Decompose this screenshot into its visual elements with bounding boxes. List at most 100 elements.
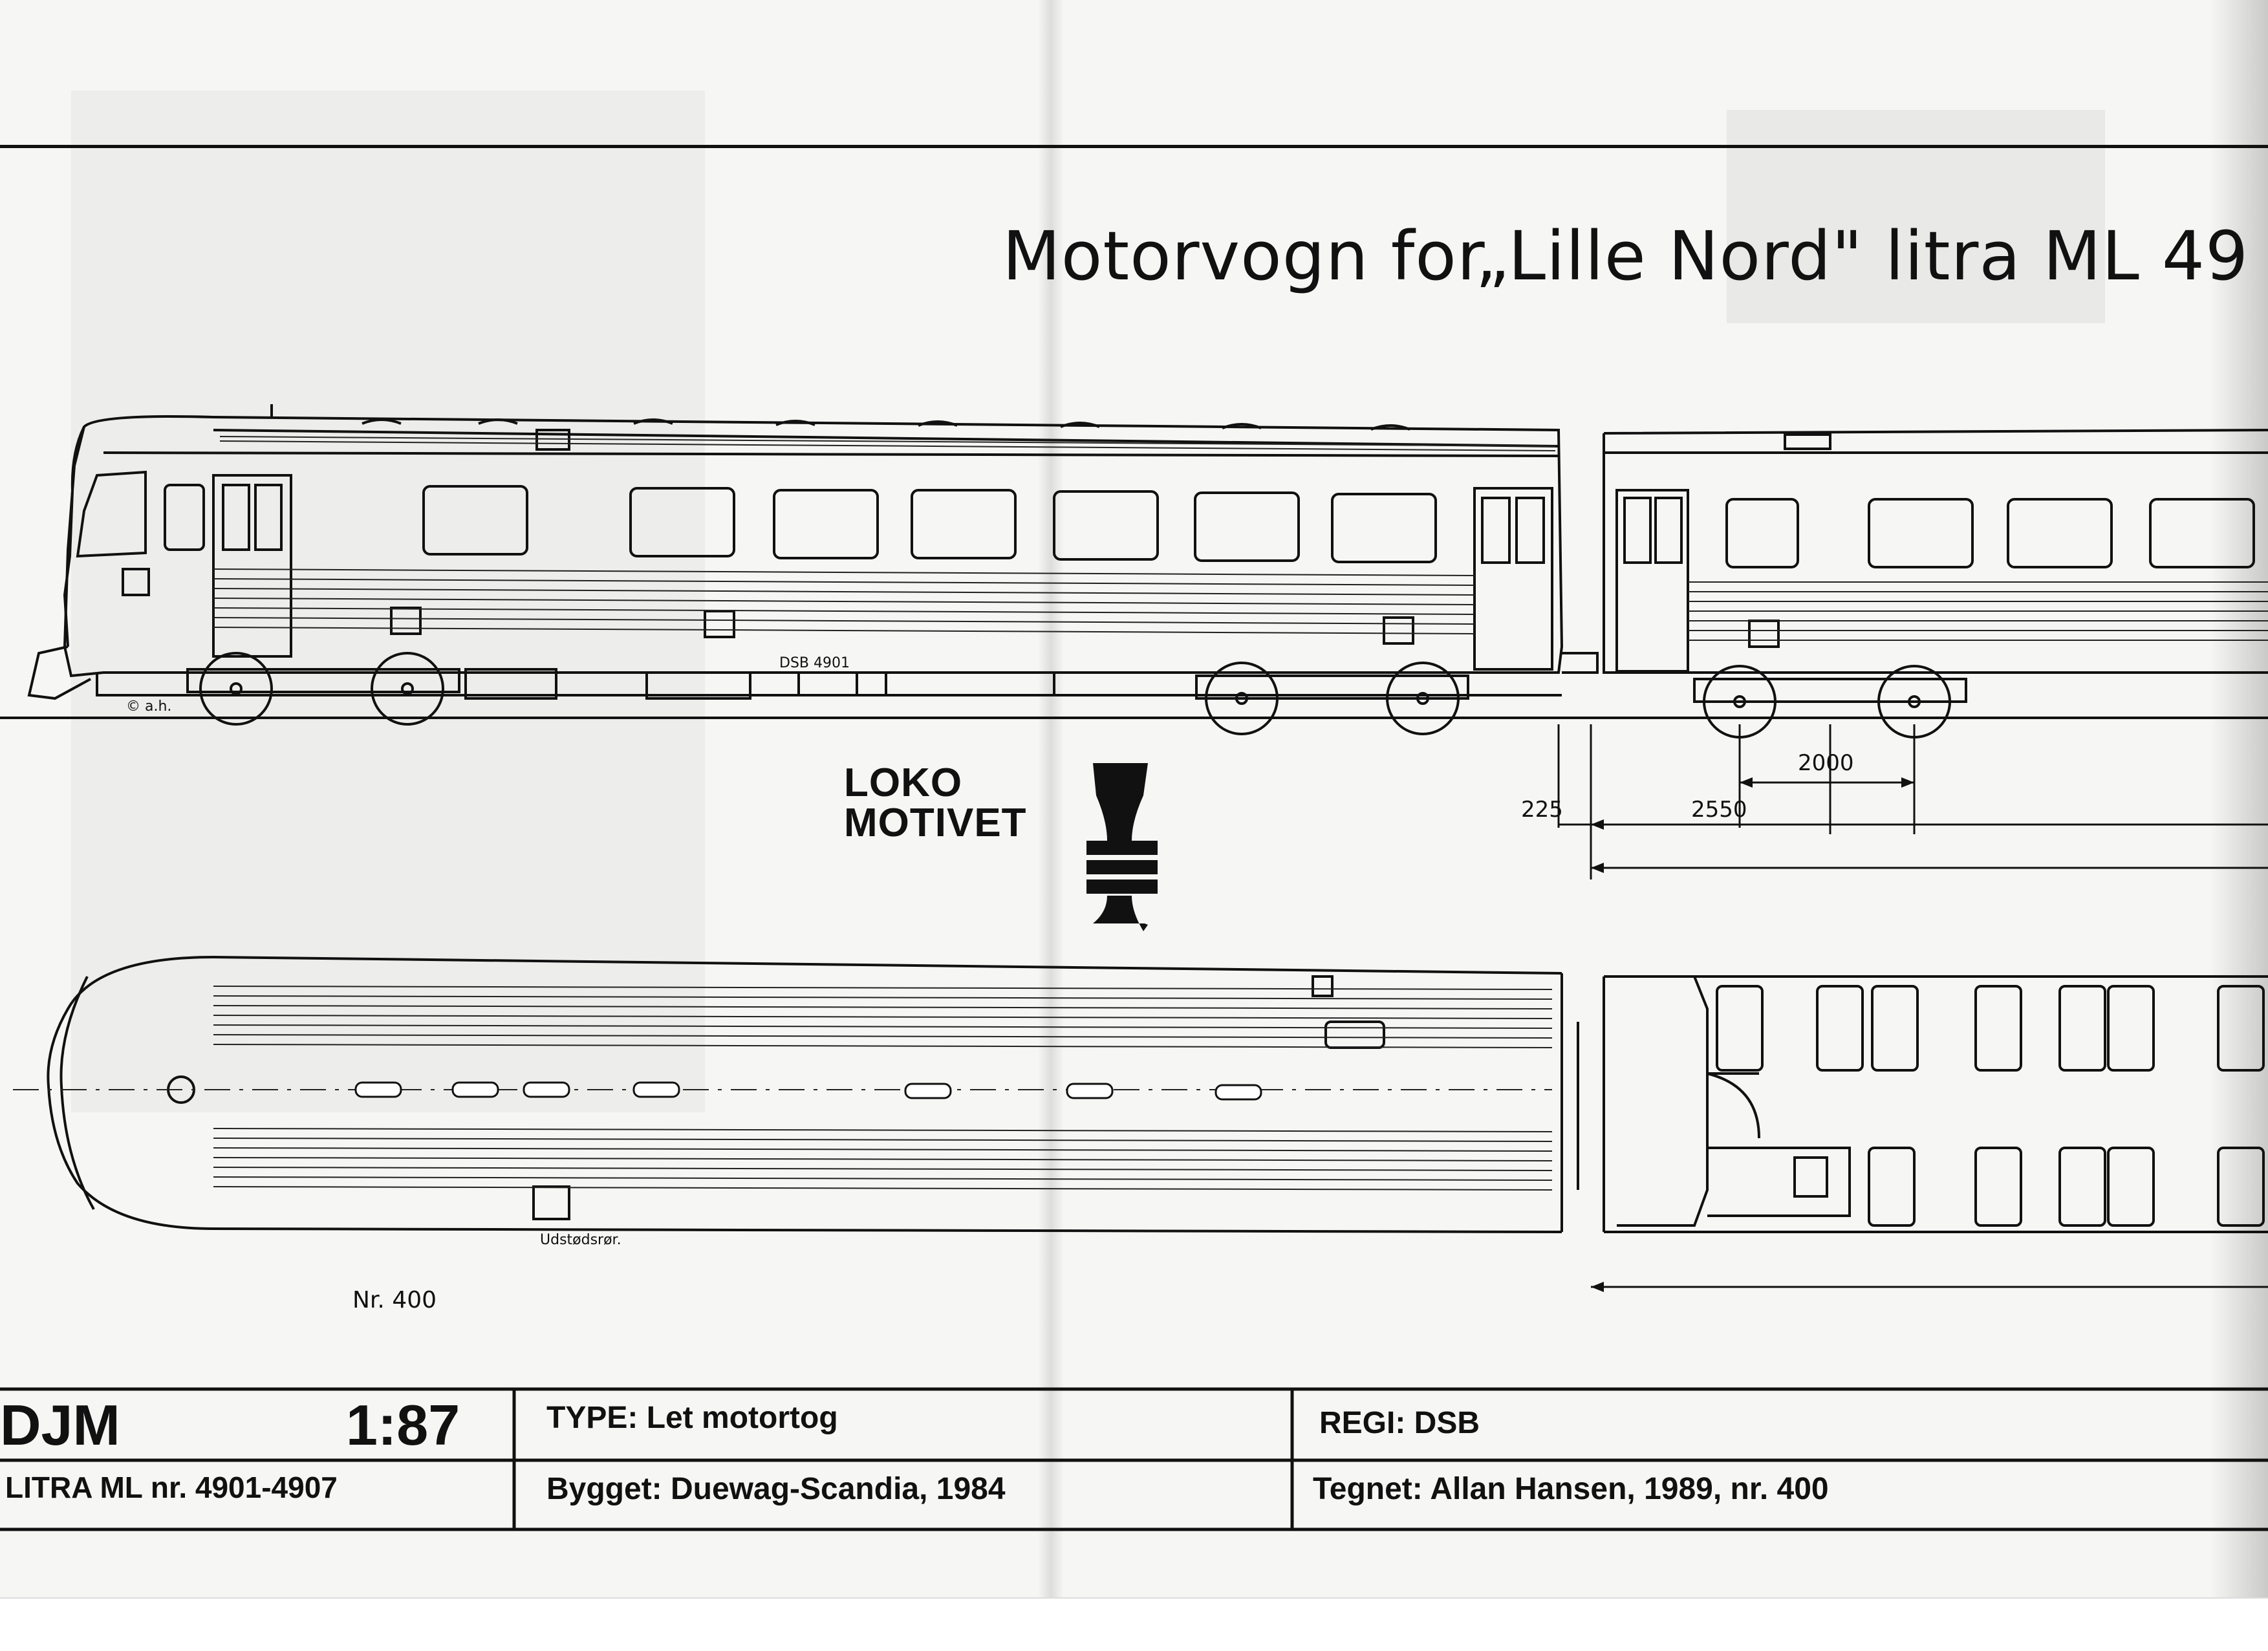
emblem-upper xyxy=(1093,763,1148,841)
car1-bogie-frame-1 xyxy=(186,668,460,693)
tb-scale: 1:87 xyxy=(346,1393,460,1457)
car1-wheel-2 xyxy=(371,652,444,726)
roof-bumps xyxy=(362,418,1410,431)
seat-6 xyxy=(2107,985,2155,1072)
roof-vent-top-7 xyxy=(1215,1084,1262,1101)
tb-built: Bygget: Duewag-Scandia, 1984 xyxy=(546,1472,1006,1506)
car1-cab-nose xyxy=(63,426,85,647)
seat-4 xyxy=(1974,985,2022,1072)
car1-hatch-1 xyxy=(122,568,150,596)
car2-side-hatching xyxy=(1688,581,2268,641)
roof-vent-top-1 xyxy=(354,1081,402,1098)
car1-door-rear xyxy=(1473,487,1553,671)
car2-window-4 xyxy=(2149,498,2255,568)
artist-mark: © a.h. xyxy=(126,698,172,715)
car1-roof-hatching xyxy=(219,436,1556,451)
car2-door-swing xyxy=(1707,1072,1760,1139)
page-title: Motorvogn for„Lille Nord" litra ML 49 xyxy=(1002,217,2249,296)
car2-window-3 xyxy=(2007,498,2113,568)
loko-motivet-logo: LOKO MOTIVET xyxy=(844,763,1027,843)
car2-roof-vent xyxy=(1784,433,1831,450)
rail-line xyxy=(0,717,2268,719)
roof-vent-top-4 xyxy=(632,1081,680,1098)
tb-type: TYPE: Let motortog xyxy=(546,1401,838,1435)
tb-regi: REGI: DSB xyxy=(1319,1406,1480,1440)
car1-hatch-3 xyxy=(704,610,735,638)
seat-1 xyxy=(1716,985,1764,1072)
seat-11 xyxy=(2107,1147,2155,1227)
roof-vent-top-6 xyxy=(1066,1083,1114,1099)
arrow-4 xyxy=(1591,863,1604,873)
car1-box-3 xyxy=(885,671,1055,696)
arrow-3 xyxy=(1591,819,1604,830)
car2-bogie-frame xyxy=(1693,678,1967,703)
topview-body xyxy=(47,955,1562,1233)
car1-door-front xyxy=(212,474,292,658)
car2-vestibule xyxy=(1617,975,1709,1227)
car1-rear-door-win-r xyxy=(1515,497,1545,564)
logo-line-2: MOTIVET xyxy=(844,801,1027,845)
seat-12 xyxy=(2217,1147,2265,1227)
arrow-2 xyxy=(1901,777,1914,788)
topview-nose-inner xyxy=(59,976,95,1210)
rear-coupler xyxy=(1562,652,1599,674)
car1-window-3 xyxy=(773,489,879,559)
loko-motivet-emblem xyxy=(1086,763,1158,931)
seat-10 xyxy=(2058,1147,2106,1227)
roof-vent-top-5 xyxy=(904,1083,952,1099)
seat-2 xyxy=(1816,985,1864,1072)
arrow-1 xyxy=(1740,777,1753,788)
topview-roof-hatching xyxy=(213,986,1553,1191)
car1-hatch-2 xyxy=(390,607,422,635)
car1-roof-line xyxy=(213,429,1559,448)
car2-door-win-r xyxy=(1654,497,1683,564)
exhaust-annotation: Udstødsrør. xyxy=(540,1232,621,1248)
roof-vent-1 xyxy=(535,429,570,451)
emblem-bar-2 xyxy=(1086,860,1158,874)
car1-door-window-r xyxy=(254,484,283,551)
page-gutter xyxy=(1038,0,1064,1650)
car1-body-outline xyxy=(63,415,1564,678)
tb-drawn: Tegnet: Allan Hansen, 1989, nr. 400 xyxy=(1313,1472,1829,1506)
car1-tank xyxy=(464,668,557,700)
car1-rear-door-win-l xyxy=(1481,497,1511,564)
car1-box-1 xyxy=(645,671,751,700)
seat-8 xyxy=(1868,1147,1916,1227)
roof-vent-top-2 xyxy=(451,1081,499,1098)
car1-wheel-1 xyxy=(199,652,273,726)
car1-roof-line-2 xyxy=(103,451,1559,457)
car2-plan-outline xyxy=(1603,975,2268,1233)
snow-plough xyxy=(27,645,91,700)
car1-bogie-frame-2 xyxy=(1195,674,1469,700)
seat-7 xyxy=(2217,985,2265,1072)
dim-label-2550: 2550 xyxy=(1691,797,1747,823)
car1-window-5 xyxy=(1053,490,1159,561)
car1-underframe xyxy=(96,673,1562,696)
tb-publisher: DJM xyxy=(0,1393,120,1457)
topview-exhaust-box xyxy=(532,1185,570,1220)
tb-litra: LITRA ML nr. 4901-4907 xyxy=(5,1471,338,1504)
emblem-bar-3 xyxy=(1086,879,1158,894)
car2-door xyxy=(1615,489,1689,673)
emblem-bar-1 xyxy=(1086,841,1158,855)
car1-window-2 xyxy=(629,487,735,557)
car1-side-hatching xyxy=(213,568,1475,634)
car1-door-window-l xyxy=(222,484,250,551)
car2-wc-box xyxy=(1793,1156,1828,1198)
car2-door-win-l xyxy=(1623,497,1652,564)
roof-vent-top-3 xyxy=(523,1081,570,1098)
car1-small-window xyxy=(164,484,205,551)
car-number-marking: DSB 4901 xyxy=(779,655,850,671)
car1-wheel-1-hub xyxy=(230,682,243,695)
car1-window-7 xyxy=(1331,493,1437,563)
car1-window-1 xyxy=(422,485,528,556)
page-bottom-margin xyxy=(0,1597,2268,1651)
car1-cab-window xyxy=(76,470,147,558)
dim-label-2000: 2000 xyxy=(1798,750,1854,776)
seat-3 xyxy=(1871,985,1919,1072)
car1-box-2 xyxy=(797,671,858,696)
title-block: DJM 1:87 LITRA ML nr. 4901-4907 TYPE: Le… xyxy=(0,1387,2268,1533)
emblem-lower xyxy=(1093,896,1148,931)
